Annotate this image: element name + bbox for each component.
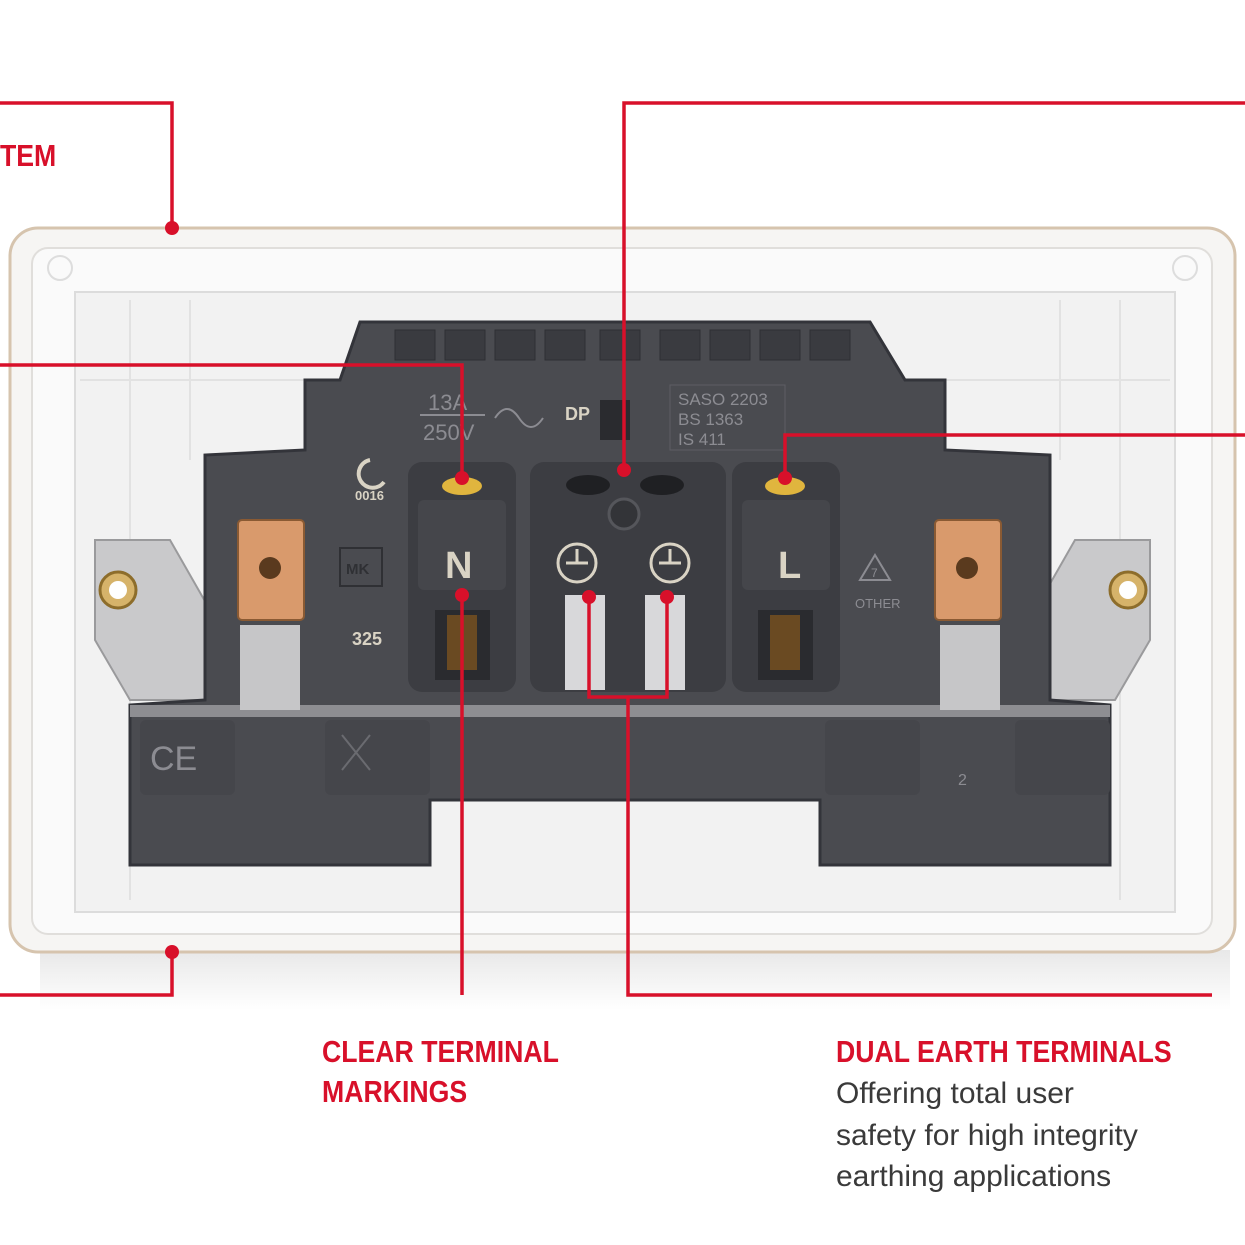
standard-is: IS 411	[678, 430, 726, 449]
live-terminal	[732, 462, 840, 692]
terminal-markings-heading-line2: MARKINGS	[322, 1075, 467, 1109]
lower-housing-right	[825, 720, 920, 795]
model-number: 325	[352, 629, 382, 649]
left-fixing-hole-center	[109, 581, 127, 599]
cert-code: 0016	[355, 488, 384, 503]
terminal-markings-heading-line1: CLEAR TERMINAL	[322, 1035, 559, 1069]
ce-mark: CE	[150, 740, 197, 778]
screw-hole-top-right	[1172, 255, 1198, 281]
lower-housing-far-right	[1015, 720, 1110, 795]
left-switch-terminal	[237, 519, 305, 710]
standard-saso: SASO 2203	[678, 390, 768, 409]
standards-box	[669, 384, 786, 451]
callout-dots	[165, 221, 792, 959]
rating-volts: 250V	[423, 420, 475, 445]
brand-logo: MK	[346, 561, 369, 578]
top-vents	[394, 329, 851, 361]
earth-symbol-icon	[649, 542, 691, 584]
recycle-label: OTHER	[855, 596, 901, 611]
earth-terminal-block	[530, 462, 726, 692]
screw-hole-top-left	[47, 255, 73, 281]
lower-housing-weee	[325, 720, 430, 795]
dp-marking: DP	[565, 404, 590, 424]
callout-partial-heading: TEM	[0, 139, 56, 173]
recycle-number: 7	[871, 566, 878, 580]
dual-earth-description-line3: earthing applications	[836, 1160, 1111, 1193]
brand-logo-box	[339, 547, 383, 587]
live-marking: L	[778, 545, 801, 587]
neutral-terminal	[408, 462, 516, 692]
dual-earth-description-line2: safety for high integrity	[836, 1119, 1138, 1152]
weee-icon	[341, 734, 371, 771]
dual-earth-description-line1: Offering total user	[836, 1077, 1074, 1110]
side-number: 2	[958, 772, 967, 789]
right-fixing-hole-center	[1119, 581, 1137, 599]
lower-housing-strip	[130, 705, 1110, 717]
earth-symbol-icon	[556, 542, 598, 584]
standard-bs: BS 1363	[678, 410, 743, 429]
dual-earth-heading: DUAL EARTH TERMINALS	[836, 1035, 1172, 1069]
callout-leaders	[0, 101, 1245, 997]
certification-logo-icon	[356, 458, 386, 490]
ac-wave-icon	[494, 408, 544, 428]
lower-housing-left	[140, 720, 235, 795]
neutral-marking: N	[445, 545, 472, 587]
plate-shadow	[40, 950, 1230, 1010]
right-switch-terminal	[934, 519, 1002, 710]
recycle-icon	[858, 553, 892, 581]
